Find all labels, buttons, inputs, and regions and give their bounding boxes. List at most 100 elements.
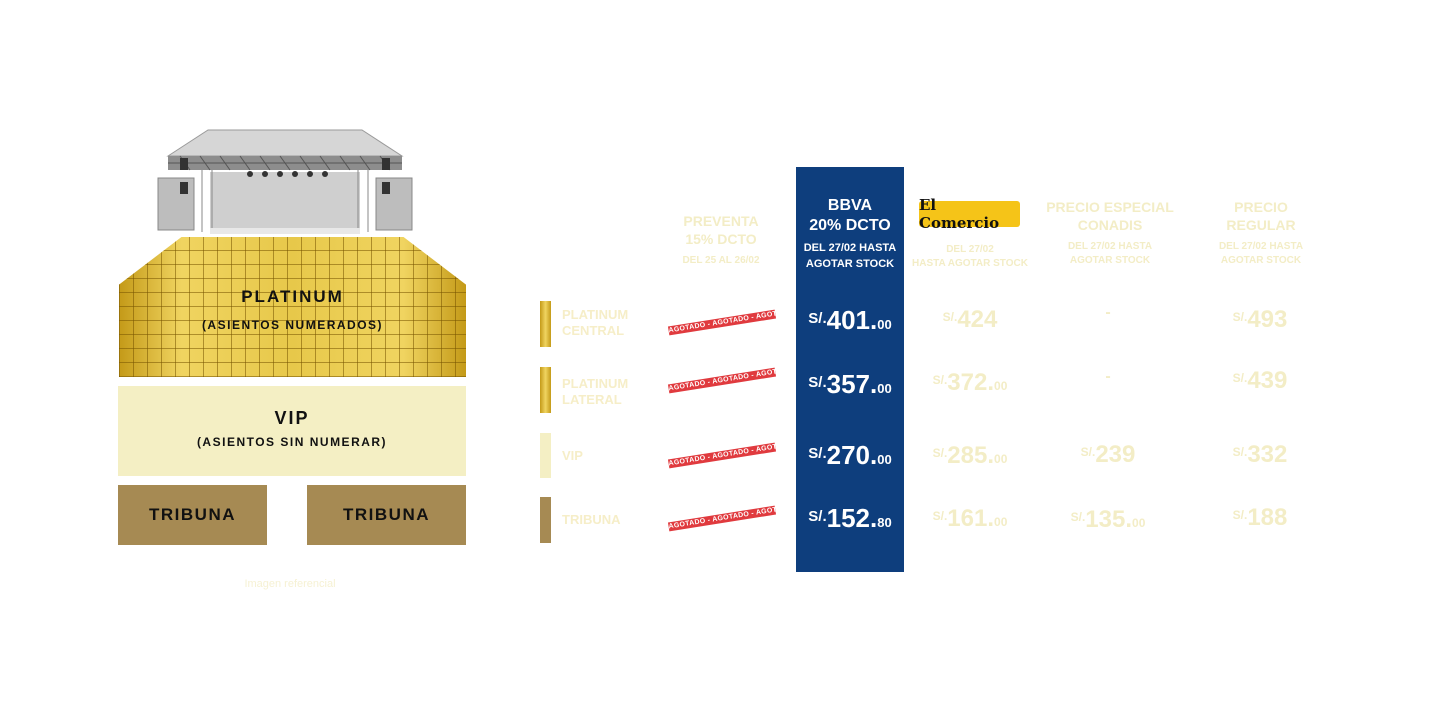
price-currency: S/.: [1232, 508, 1248, 522]
price-currency: S/.: [808, 445, 827, 462]
header-bbva-title-1: BBVA: [827, 197, 873, 214]
price-decimals: 00: [877, 381, 892, 396]
header-promo-title-2: CONADIS: [1077, 217, 1143, 233]
price-currency: S/.: [942, 310, 958, 324]
price-integer: 152.: [826, 503, 878, 533]
price-regular-platinum-central: S/.493: [1205, 306, 1315, 334]
row-label-platinum-lateral: PLATINUM LATERAL: [562, 376, 628, 408]
tribuna-left-zone: TRIBUNA: [118, 485, 267, 545]
row-swatch-platinum-central: [540, 301, 551, 347]
header-regular-sub-2: AGOTAR STOCK: [1220, 255, 1302, 266]
header-promo-title-1: PRECIO ESPECIAL: [1046, 199, 1174, 215]
price-promo-vip: S/.239: [1053, 441, 1163, 469]
platinum-zone-label: PLATINUM (ASIENTOS NUMERADOS): [119, 287, 466, 332]
header-preventa-title-2: 15% DCTO: [685, 231, 757, 247]
platinum-subtitle: (ASIENTOS NUMERADOS): [201, 318, 384, 332]
price-currency: S/.: [1070, 510, 1086, 524]
header-elcomercio-sub-2: HASTA AGOTAR STOCK: [912, 258, 1028, 269]
row-swatch-vip: [540, 433, 551, 478]
header-elcomercio-sub: DEL 27/02 HASTA AGOTAR STOCK: [910, 243, 1030, 271]
header-regular: PRECIO REGULAR DEL 27/02 HASTA AGOTAR ST…: [1195, 198, 1327, 268]
agotado-ribbon: AGOTADO - AGOTADO - AGOTADO - AGOTADO: [667, 367, 777, 394]
price-integer: 270.: [826, 440, 878, 470]
header-preventa: PREVENTA 15% DCTO DEL 25 AL 26/02: [665, 212, 777, 268]
vip-title: VIP: [274, 408, 310, 428]
price-integer: -: [1105, 304, 1111, 321]
header-regular-title-1: PRECIO: [1234, 199, 1288, 215]
header-promo-sub-1: DEL 27/02 HASTA: [1067, 241, 1153, 252]
header-regular-sub-1: DEL 27/02 HASTA: [1218, 241, 1304, 252]
row-label-platinum-central: PLATINUM CENTRAL: [562, 307, 628, 339]
price-integer: 401.: [826, 305, 878, 335]
price-currency: S/.: [1232, 371, 1248, 385]
stage-illustration: [157, 129, 413, 234]
price-integer: 493: [1247, 306, 1288, 333]
price-integer: 332: [1247, 441, 1288, 468]
map-note: Imagen referencial: [244, 578, 336, 590]
price-decimals: 80: [877, 515, 892, 530]
price-integer: 188: [1247, 504, 1288, 531]
price-integer: 439: [1247, 367, 1288, 394]
price-promo-platinum-lateral: -: [1053, 368, 1163, 386]
price-integer: 285.: [947, 442, 995, 469]
row-label-tribuna: TRIBUNA: [562, 512, 621, 527]
header-promo-sub-2: AGOTAR STOCK: [1069, 255, 1151, 266]
price-ec-platinum-lateral: S/.372.00: [915, 369, 1025, 397]
row-label-line-1: PLATINUM: [562, 376, 629, 391]
price-currency: S/.: [1232, 445, 1248, 459]
row-label-line-2: LATERAL: [562, 392, 622, 407]
price-bbva-platinum-central: S/.401.00: [796, 305, 904, 336]
price-currency: S/.: [932, 446, 948, 460]
price-regular-vip: S/.332: [1205, 441, 1315, 469]
price-decimals: 00: [994, 515, 1008, 529]
row-swatch-platinum-lateral: [540, 367, 551, 413]
header-preventa-title-1: PREVENTA: [683, 213, 759, 229]
price-currency: S/.: [1080, 445, 1096, 459]
platinum-zone: [119, 237, 466, 377]
vip-subtitle: (ASIENTOS SIN NUMERAR): [196, 435, 388, 449]
header-bbva-sub-2: AGOTAR STOCK: [805, 258, 895, 270]
tribuna-right-zone: TRIBUNA: [307, 485, 466, 545]
row-swatch-tribuna: [540, 497, 551, 543]
price-ec-vip: S/.285.00: [915, 442, 1025, 470]
el-comercio-logo: El Comercio: [919, 196, 1020, 232]
price-decimals: 00: [1132, 516, 1146, 530]
price-integer: 357.: [826, 369, 878, 399]
price-currency: S/.: [1232, 310, 1248, 324]
header-bbva-sub-1: DEL 27/02 HASTA: [803, 242, 897, 254]
price-regular-tribuna: S/.188: [1205, 504, 1315, 532]
price-decimals: 00: [877, 452, 892, 467]
price-integer: 135.: [1085, 506, 1133, 533]
header-bbva-title-2: 20% DCTO: [809, 217, 891, 234]
bbva-column: [796, 167, 904, 572]
price-integer: 239: [1095, 441, 1136, 468]
row-label-line-2: CENTRAL: [562, 323, 625, 338]
price-integer: 372.: [947, 369, 995, 396]
price-decimals: 00: [994, 452, 1008, 466]
price-currency: S/.: [932, 509, 948, 523]
header-regular-title-2: REGULAR: [1226, 217, 1296, 233]
price-currency: S/.: [808, 374, 827, 391]
agotado-ribbon: AGOTADO - AGOTADO - AGOTADO - AGOTADO: [667, 309, 777, 336]
price-currency: S/.: [808, 508, 827, 525]
price-promo-tribuna: S/.135.00: [1053, 506, 1163, 534]
vip-zone: [118, 386, 466, 476]
price-integer: 161.: [947, 505, 995, 532]
price-integer: -: [1105, 368, 1111, 385]
platinum-title: PLATINUM: [241, 287, 344, 306]
agotado-ribbon: AGOTADO - AGOTADO - AGOTADO - AGOTADO: [667, 505, 777, 532]
price-bbva-tribuna: S/.152.80: [796, 503, 904, 534]
row-label-vip: VIP: [562, 448, 583, 463]
price-currency: S/.: [808, 310, 827, 327]
vip-zone-label: VIP (ASIENTOS SIN NUMERAR): [118, 408, 466, 449]
price-bbva-platinum-lateral: S/.357.00: [796, 369, 904, 400]
header-elcomercio-sub-1: DEL 27/02: [946, 244, 994, 255]
row-label-line-1: PLATINUM: [562, 307, 629, 322]
price-bbva-vip: S/.270.00: [796, 440, 904, 471]
price-ec-tribuna: S/.161.00: [915, 505, 1025, 533]
price-regular-platinum-lateral: S/.439: [1205, 367, 1315, 395]
price-ec-platinum-central: S/.424: [915, 306, 1025, 334]
price-decimals: 00: [994, 379, 1008, 393]
price-integer: 424: [957, 306, 998, 333]
price-decimals: 00: [877, 317, 892, 332]
